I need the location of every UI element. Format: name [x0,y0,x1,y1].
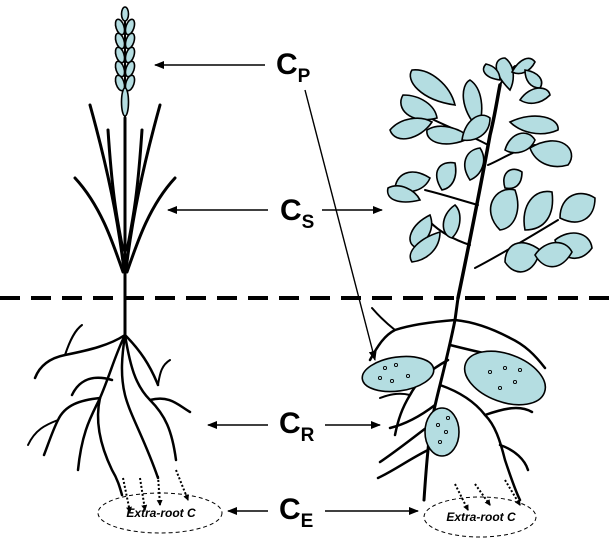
wheat-plant: Extra-root C [28,7,222,533]
extra-root-label-right: Extra-root C [446,510,516,524]
label-cr-sub: R [301,425,315,446]
label-cs-main: C [280,194,302,227]
wheat-roots [28,298,190,495]
nodule-right [457,341,552,415]
svg-text:CR: CR [279,407,315,446]
legume-exudate-arrows [455,480,520,510]
label-ce-main: C [279,493,301,526]
svg-text:CE: CE [279,493,313,532]
label-cp-sub: P [298,66,311,87]
label-ce: CE [279,493,313,532]
svg-text:CP: CP [276,48,311,87]
arrow-cp-to-nodule [305,90,375,360]
label-cp-main: C [276,48,298,81]
nodule-bottom [425,408,459,456]
label-cs: CS [280,194,314,233]
wheat-stem-leaves [75,105,175,298]
wheat-ear [114,7,137,118]
root-nodules [360,341,553,456]
legume-leaves [388,58,595,272]
label-cs-sub: S [302,212,315,233]
label-cr-main: C [279,407,301,440]
label-cr: CR [279,407,315,446]
label-ce-sub: E [301,511,314,532]
extra-root-label-left: Extra-root C [126,506,196,520]
label-cp: CP [276,48,311,87]
svg-text:CS: CS [280,194,314,233]
